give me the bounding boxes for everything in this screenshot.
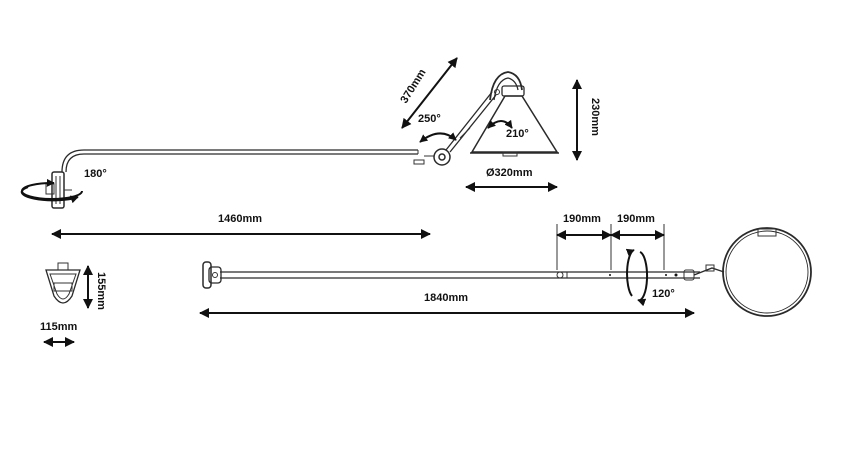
- label-seg-190-b: 190mm: [617, 213, 655, 225]
- rotation-arrow-180: [20, 178, 83, 204]
- label-width-1460: 1460mm: [218, 213, 262, 225]
- side-view: 180° 370mm 250°: [20, 57, 601, 239]
- label-diameter-320: Ø320mm: [486, 167, 533, 179]
- shade-top-circle: [722, 227, 812, 317]
- top-joint: [683, 264, 725, 281]
- label-width-115: 115mm: [40, 321, 78, 333]
- label-height-155: 155mm: [95, 272, 107, 310]
- label-width-1840: 1840mm: [424, 292, 468, 304]
- rotation-arrow-120: [625, 248, 649, 307]
- base-front-view: [45, 262, 81, 304]
- label-angle-250: 250°: [418, 113, 441, 125]
- label-height-230: 230mm: [589, 98, 601, 136]
- dim-arrow-370: [401, 57, 458, 129]
- label-seg-190-a: 190mm: [563, 213, 601, 225]
- top-wall-plate: [202, 261, 222, 289]
- wall-bracket: [45, 171, 72, 209]
- arm-main: [61, 149, 419, 173]
- label-angle-210: 210°: [506, 128, 529, 140]
- arm-upper: [445, 91, 497, 153]
- rotation-arrow-250: [419, 132, 457, 143]
- top-view: 190mm 190mm 120° 1840mm: [199, 213, 812, 318]
- rotation-arrow-210: [487, 119, 513, 129]
- label-angle-120: 120°: [652, 288, 675, 300]
- label-angle-180: 180°: [84, 168, 107, 180]
- lamp-shade: [470, 71, 559, 157]
- elbow-joint: [413, 148, 451, 166]
